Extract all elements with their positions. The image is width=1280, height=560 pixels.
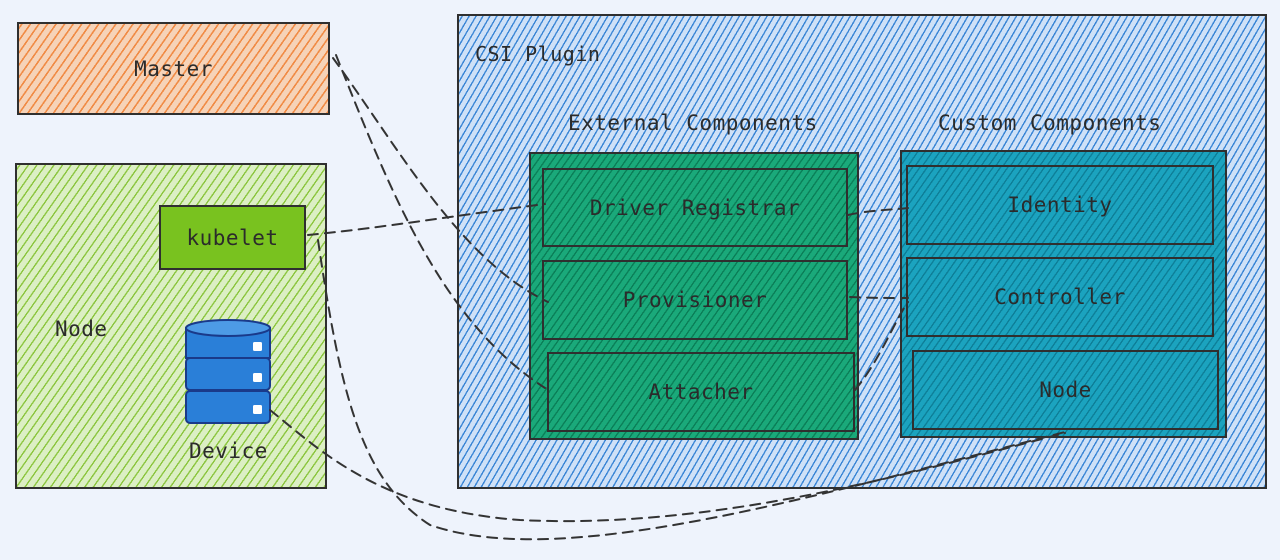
external-components-title: External Components <box>568 111 818 135</box>
provisioner-label: Provisioner <box>622 288 768 312</box>
driver-registrar-label: Driver Registrar <box>589 195 801 220</box>
provisioner-box[interactable]: Provisioner <box>542 260 848 340</box>
database-icon <box>185 319 271 424</box>
kubelet-label: kubelet <box>186 225 279 250</box>
controller-box[interactable]: Controller <box>906 257 1214 337</box>
identity-box[interactable]: Identity <box>906 165 1214 245</box>
node-label: Node <box>55 317 108 341</box>
csi-plugin-title: CSI Plugin <box>475 42 601 66</box>
driver-registrar-box[interactable]: Driver Registrar <box>542 168 848 247</box>
master-label: Master <box>134 56 213 81</box>
attacher-label: Attacher <box>648 380 754 404</box>
custom-components-title: Custom Components <box>938 111 1162 135</box>
csi-node-box[interactable]: Node <box>912 350 1219 430</box>
kubelet-box[interactable]: kubelet <box>159 205 306 270</box>
controller-label: Controller <box>994 285 1126 309</box>
identity-label: Identity <box>1007 193 1113 217</box>
attacher-box[interactable]: Attacher <box>547 352 855 432</box>
master-box[interactable]: Master <box>17 22 330 115</box>
csi-node-label: Node <box>1039 378 1092 402</box>
device-label: Device <box>189 439 268 463</box>
